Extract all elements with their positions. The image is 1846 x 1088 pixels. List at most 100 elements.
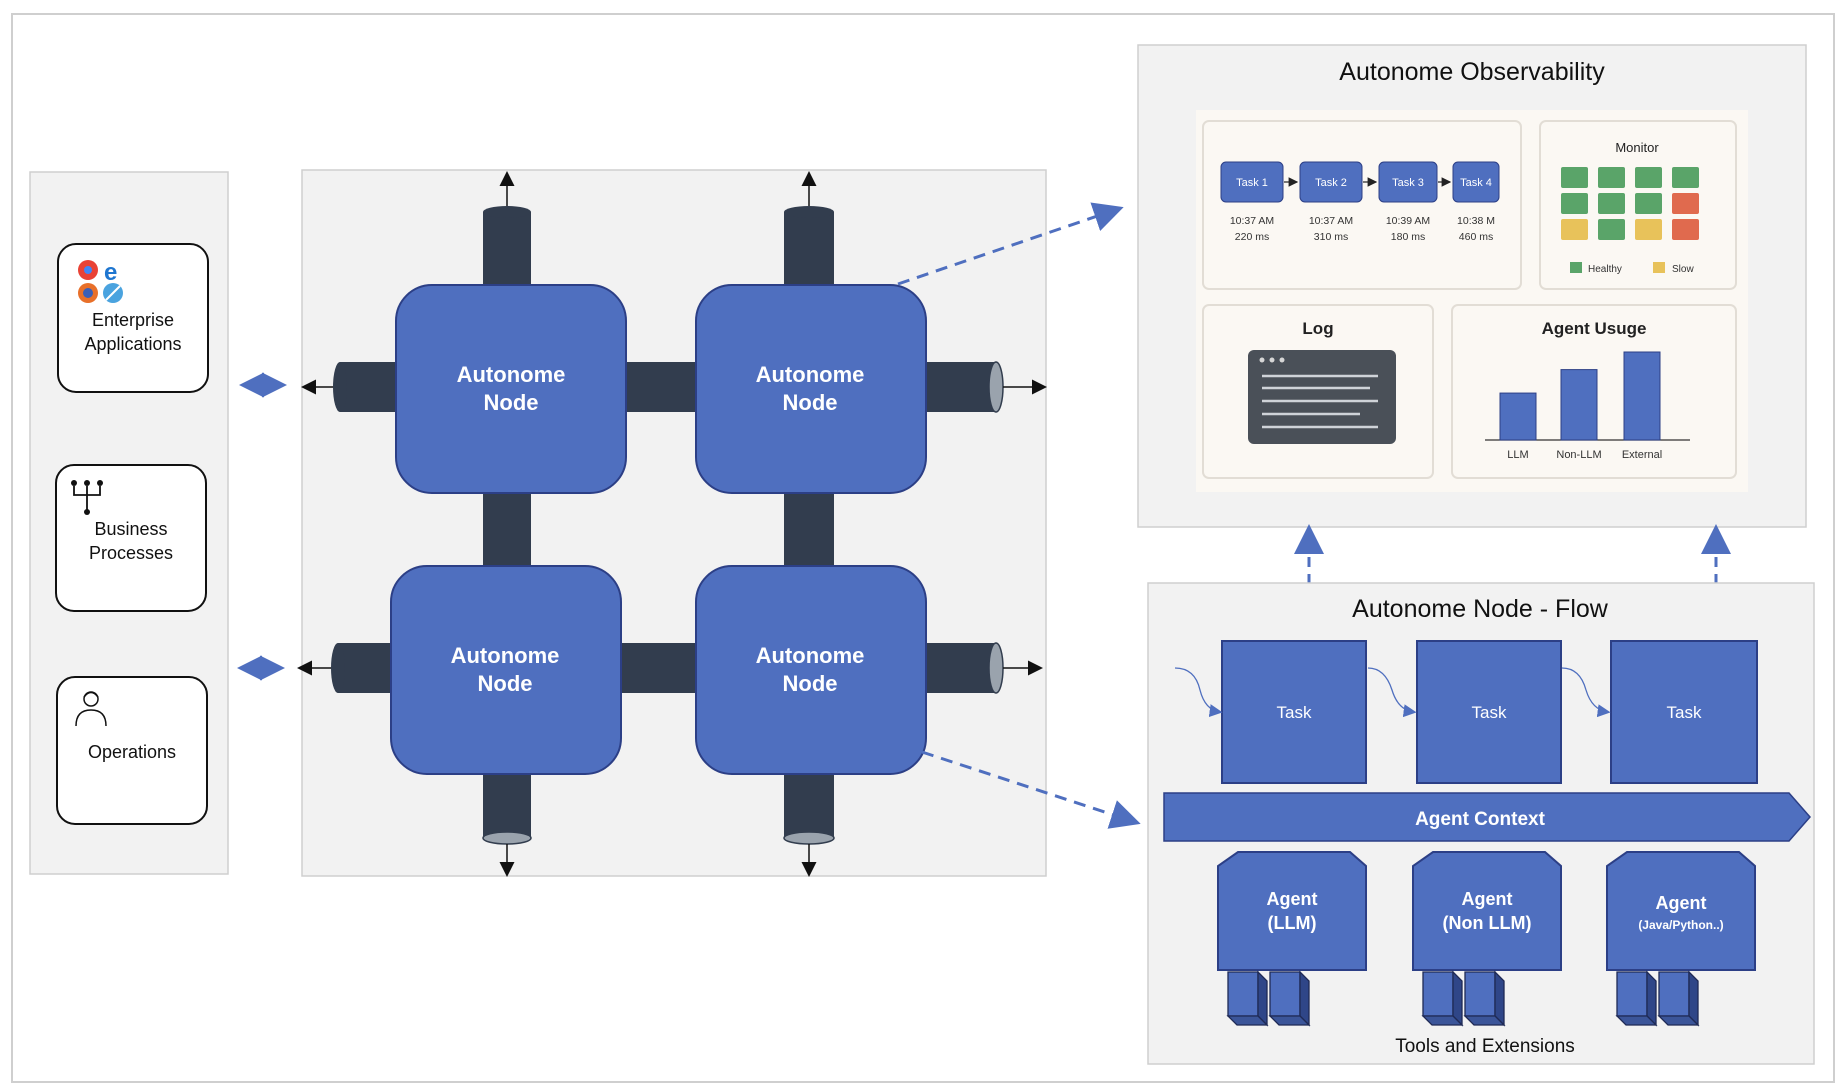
tool-cube-bottom xyxy=(1226,1015,1269,1026)
agent-llm: Agent (LLM) xyxy=(1217,851,1367,971)
monitor-cell-error xyxy=(1672,193,1699,214)
node-4-label-2: Node xyxy=(783,671,838,696)
node-4-label-1: Autonome xyxy=(756,643,865,668)
obs-task-time: 10:39 AM xyxy=(1386,215,1430,227)
agent-non-llm-label-2: (Non LLM) xyxy=(1443,913,1532,933)
svg-text:e: e xyxy=(104,259,117,286)
tools-footer-label: Tools and Extensions xyxy=(1395,1036,1575,1057)
agent-java-python: Agent (Java/Python..) xyxy=(1606,851,1756,971)
tool-cube xyxy=(1227,971,1259,1017)
agent-llm-label-2: (LLM) xyxy=(1268,913,1317,933)
obs-task-duration: 180 ms xyxy=(1391,231,1425,243)
obs-task-time: 10:38 M xyxy=(1457,215,1495,227)
obs-task-time: 10:37 AM xyxy=(1309,215,1353,227)
monitor-cell-healthy xyxy=(1672,167,1699,188)
flow-task-1-label: Task xyxy=(1277,703,1312,722)
agent-non-llm: Agent (Non LLM) xyxy=(1412,851,1562,971)
tool-cube-bottom xyxy=(1268,1015,1311,1026)
node-2-label-1: Autonome xyxy=(756,362,865,387)
monitor-grid xyxy=(1561,167,1699,240)
obs-task-label: Task 2 xyxy=(1315,177,1347,189)
agent-context-label: Agent Context xyxy=(1415,809,1546,830)
monitor-cell-slow xyxy=(1561,219,1588,240)
business-label-2: Processes xyxy=(89,543,173,563)
log-title: Log xyxy=(1302,319,1333,338)
obs-task-label: Task 4 xyxy=(1460,177,1492,189)
log-card: Log xyxy=(1202,304,1434,479)
flow-task-3: Task xyxy=(1610,640,1758,784)
operations-card: Operations xyxy=(56,676,208,825)
process-tree-icon xyxy=(71,480,103,515)
autonome-node-3: Autonome Node xyxy=(390,565,622,775)
flow-task-2-label: Task xyxy=(1472,703,1507,722)
usage-bar-external xyxy=(1623,351,1661,441)
monitor-cell-healthy xyxy=(1635,167,1662,188)
monitor-cell-slow xyxy=(1635,219,1662,240)
left-panel: e Enterprise Applications Business Proce… xyxy=(29,171,229,875)
operator-person-icon xyxy=(75,691,107,727)
observability-panel: Autonome Observability Task 1 10:37 AM 220… xyxy=(1137,44,1807,528)
obs-task-box xyxy=(1299,161,1363,203)
obs-task-label: Task 1 xyxy=(1236,177,1268,189)
legend-healthy-label: Healthy xyxy=(1588,264,1622,275)
usage-tick-label: Non-LLM xyxy=(1556,449,1601,461)
enterprise-label-1: Enterprise xyxy=(92,310,174,330)
monitor-title: Monitor xyxy=(1615,140,1659,155)
legend-slow-swatch xyxy=(1653,262,1665,273)
tool-cube-bottom xyxy=(1463,1015,1506,1026)
obs-task-box xyxy=(1452,161,1500,203)
node-1-label-1: Autonome xyxy=(457,362,566,387)
monitor-cell-healthy xyxy=(1598,193,1625,214)
observability-title: Autonome Observability xyxy=(1339,58,1605,86)
obs-task-box xyxy=(1220,161,1284,203)
flow-panel: Autonome Node - Flow Task Task Task Agen… xyxy=(1147,582,1815,1065)
monitor-cell-healthy xyxy=(1598,219,1625,240)
obs-task-duration: 460 ms xyxy=(1459,231,1493,243)
agent-llm-label-1: Agent xyxy=(1267,889,1318,909)
obs-task-label: Task 3 xyxy=(1392,177,1424,189)
monitor-cell-healthy xyxy=(1598,167,1625,188)
flow-title: Autonome Node - Flow xyxy=(1352,595,1609,623)
autonome-node-2: Autonome Node xyxy=(695,284,927,494)
usage-tick-label: LLM xyxy=(1507,449,1528,461)
flow-task-2: Task xyxy=(1416,640,1562,784)
flow-task-3-label: Task xyxy=(1667,703,1702,722)
usage-bar-llm xyxy=(1499,392,1537,441)
monitor-cell-healthy xyxy=(1635,193,1662,214)
tool-cube xyxy=(1616,971,1648,1017)
obs-task-time: 10:37 AM xyxy=(1230,215,1274,227)
obs-task-box xyxy=(1378,161,1438,203)
obs-task-duration: 310 ms xyxy=(1314,231,1348,243)
business-label-1: Business xyxy=(94,519,167,539)
agent-non-llm-label-1: Agent xyxy=(1462,889,1513,909)
autonome-node-4: Autonome Node xyxy=(695,565,927,775)
usage-bar-non-llm xyxy=(1560,369,1598,441)
enterprise-applications-card: e Enterprise Applications xyxy=(57,243,209,393)
monitor-cell-healthy xyxy=(1561,167,1588,188)
monitor-cell-error xyxy=(1672,219,1699,240)
tool-cube-bottom xyxy=(1615,1015,1658,1026)
tool-cube xyxy=(1269,971,1301,1017)
mesh-io-arrows xyxy=(297,171,1047,877)
tool-cube-bottom xyxy=(1421,1015,1464,1026)
flow-curve-arrows xyxy=(1174,667,1611,718)
business-processes-card: Business Processes xyxy=(55,464,207,612)
tool-cube-bottom xyxy=(1657,1015,1700,1026)
flow-task-1: Task xyxy=(1221,640,1367,784)
legend-slow-label: Slow xyxy=(1672,264,1694,275)
autonome-node-1: Autonome Node xyxy=(395,284,627,494)
enterprise-label-2: Applications xyxy=(84,334,181,354)
node-2-label-2: Node xyxy=(783,390,838,415)
tool-cube xyxy=(1464,971,1496,1017)
node-3-label-2: Node xyxy=(478,671,533,696)
browser-icons: e xyxy=(78,259,123,303)
tool-cube xyxy=(1422,971,1454,1017)
mesh-panel: Autonome Node Autonome Node Autonome Nod… xyxy=(297,169,1047,877)
agent-usage-title: Agent Usuge xyxy=(1542,319,1647,338)
obs-task-duration: 220 ms xyxy=(1235,231,1269,243)
node-1-label-2: Node xyxy=(484,390,539,415)
terminal-icon xyxy=(1248,350,1396,444)
